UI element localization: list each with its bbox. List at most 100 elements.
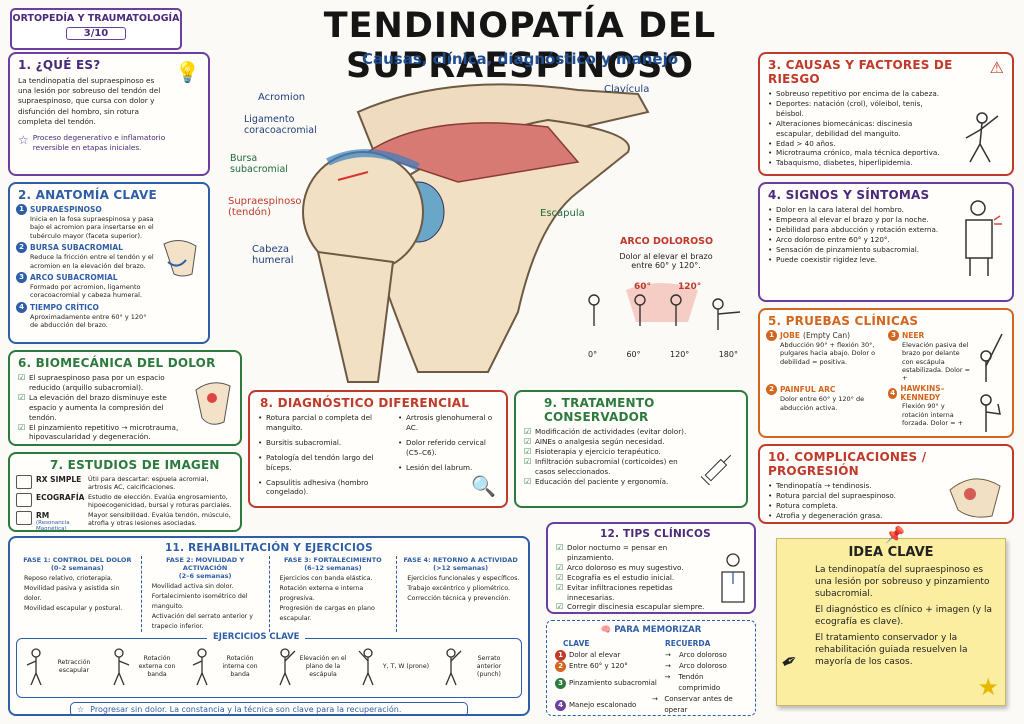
- rehab-phase: FASE 1: CONTROL DEL DOLOR(0–2 semanas)Re…: [14, 556, 142, 632]
- rehab-phase-list: Ejercicios funcionales y específicos.Tra…: [401, 574, 520, 604]
- number-badge: 3: [16, 272, 27, 284]
- arc-ticks: 0°60°120°180°: [588, 350, 738, 359]
- differential-list-left: Rotura parcial o completa del manguito.B…: [250, 412, 390, 502]
- rehab-phase-item: Activación del serrato anterior y trapec…: [151, 613, 253, 630]
- clinical-test-name: PAINFUL ARC: [780, 385, 836, 395]
- imaging-text: Útil para descartar: espuela acromial, a…: [88, 475, 209, 491]
- list-item: Modificación de actividades (evitar dolo…: [524, 427, 688, 437]
- imaging-name: RM: [36, 511, 50, 520]
- exercise-item: Rotación interna con banda: [191, 647, 264, 687]
- memorize-key-text: Entre 60° y 120°: [569, 662, 628, 670]
- imaging-item: RM(Resonancia Magnética)Mayor sensibilid…: [10, 510, 240, 530]
- memorize-key-text: Manejo escalonado: [569, 700, 637, 709]
- number-badge: 2: [766, 384, 777, 396]
- differential-list-right: Artrosis glenohumeral o AC.Dolor referid…: [390, 412, 504, 502]
- list-item: Fisioterapia y ejercicio terapéutico.: [524, 447, 688, 457]
- arc-tick: 60°: [626, 350, 641, 359]
- section-title: 12. TIPS CLÍNICOS: [600, 528, 711, 540]
- rehab-footer: ☆Progresar sin dolor. La constancia y la…: [70, 702, 468, 714]
- warning-icon: ⚠: [989, 58, 1004, 77]
- list-item: Arco doloroso entre 60° y 120°.: [768, 235, 948, 245]
- page-subtitle: Causas, clínica, diagnóstico y manejo: [361, 50, 679, 68]
- label-acromion: Acromion: [258, 92, 306, 103]
- anatomy-item-title: BURSA SUBACROMIAL: [30, 243, 123, 253]
- clinical-test-name: NEER: [902, 331, 925, 340]
- rehab-phase: FASE 3: FORTALECIMIENTO(6–12 semanas)Eje…: [270, 556, 398, 632]
- exercise-item: Retracción escapular: [25, 647, 98, 687]
- list-item: Alteraciones biomecánicas: discinesia es…: [768, 119, 950, 139]
- number-badge: 3: [555, 677, 566, 689]
- anatomy-item-text: Reduce la fricción entre el tendón y el …: [30, 253, 154, 270]
- section-title: 8. DIAGNÓSTICO DIFERENCIAL: [260, 396, 470, 410]
- athlete-figure-icon: [965, 112, 999, 163]
- complications-list: Tendinopatía → tendinosis.Rotura parcial…: [760, 480, 930, 522]
- label-scapula: Escápula: [540, 208, 585, 219]
- memorize-key-text: Dolor al elevar: [569, 651, 621, 659]
- arc-label-60: 60°: [634, 282, 652, 292]
- specialty-label: ORTOPEDÍA Y TRAUMATOLOGÍA: [12, 13, 180, 24]
- pin-icon: 📌: [885, 525, 905, 544]
- painful-arc-text: Dolor al elevar el brazo entre 60° y 120…: [619, 252, 713, 270]
- arc-tick: 0°: [588, 350, 598, 359]
- rehab-phases: FASE 1: CONTROL DEL DOLOR(0–2 semanas)Re…: [10, 556, 528, 632]
- section-title: 10. COMPLICACIONES / PROGRESIÓN: [768, 450, 927, 478]
- clinical-test-name: HAWKINS–KENNEDY: [900, 384, 945, 403]
- note-text: Proceso degenerativo e inflamatorio reve…: [32, 133, 166, 153]
- list-item: El pinzamiento repetitivo → microtrauma,…: [18, 423, 187, 443]
- anatomy-item-text: Aproximadamente entre 60° y 120° de abdu…: [30, 312, 147, 330]
- list-item: Corregir discinesia escapular siempre.: [556, 602, 710, 612]
- list-item: Dolor referido cervical (C5–C6).: [398, 438, 496, 458]
- exercise-label: Retracción escapular: [57, 659, 91, 674]
- list-item: Rotura parcial del supraespinoso.: [768, 491, 922, 501]
- imaging-name: ECOGRAFÍA: [36, 493, 85, 502]
- rehab-phase: FASE 2: MOVILIDAD Y ACTIVACIÓN(2–6 seman…: [142, 556, 270, 632]
- clinical-test-text: Flexión 90° y rotación interna forzada. …: [902, 402, 964, 428]
- ultrasound-icon: [16, 493, 32, 507]
- impingement-sketch-icon: [195, 382, 231, 425]
- list-item: El supraespinoso pasa por un espacio red…: [18, 373, 187, 393]
- memorize-title: PARA MEMORIZAR: [614, 625, 702, 635]
- star-icon: ☆: [18, 133, 29, 148]
- arrow-icon: →: [665, 651, 671, 659]
- lightbulb-icon: 💡: [175, 60, 200, 84]
- biomechanics-list: El supraespinoso pasa por un espacio red…: [10, 372, 195, 442]
- section-what-is: 1. ¿QUÉ ES? 💡 La tendinopatía del suprae…: [8, 52, 210, 176]
- section-title: 3. CAUSAS Y FACTORES DE RIESGO: [768, 58, 953, 86]
- magnifier-icon: 🔍: [471, 474, 496, 498]
- number-badge: 2: [16, 242, 27, 254]
- doctor-figure-icon: [721, 553, 745, 603]
- painful-arc-title: ARCO DOLOROSO: [620, 236, 714, 247]
- list-item: Rotura parcial o completa del manguito.: [258, 413, 382, 433]
- exercise-figure-icon: [192, 648, 208, 686]
- rehab-phase-item: Ejercicios funcionales y específicos.: [407, 575, 520, 582]
- imaging-text: Estudio de elección. Evalúa engrosamient…: [88, 493, 232, 509]
- key-idea-title: IDEA CLAVE: [848, 545, 934, 560]
- exercise-figure-icon: [26, 648, 42, 686]
- rehab-phase-item: Reposo relativo, crioterapia.: [24, 575, 113, 582]
- memorize-remember: Arco doloroso: [679, 662, 727, 670]
- rehab-phase-weeks: (>12 semanas): [433, 564, 489, 572]
- memorize-col-key: CLAVE: [563, 639, 590, 648]
- rehab-phase-item: Progresión de cargas en plano escapular.: [279, 605, 375, 622]
- section-tips: 12. TIPS CLÍNICOS Dolor nocturno = pensa…: [546, 522, 756, 614]
- rehab-phase-title: FASE 2: MOVILIDAD Y ACTIVACIÓN: [166, 556, 245, 572]
- memorize-remember: Conservar antes de operar: [664, 695, 733, 714]
- exercise-label: Rotación interna con banda: [222, 655, 258, 678]
- rehab-phase-item: Rotación externa e interna progresiva.: [279, 585, 364, 602]
- number-badge: 4: [16, 301, 27, 313]
- exercise-label: Serrato anterior (punch): [476, 655, 502, 678]
- rehab-phase-list: Ejercicios con banda elástica.Rotación e…: [274, 574, 393, 624]
